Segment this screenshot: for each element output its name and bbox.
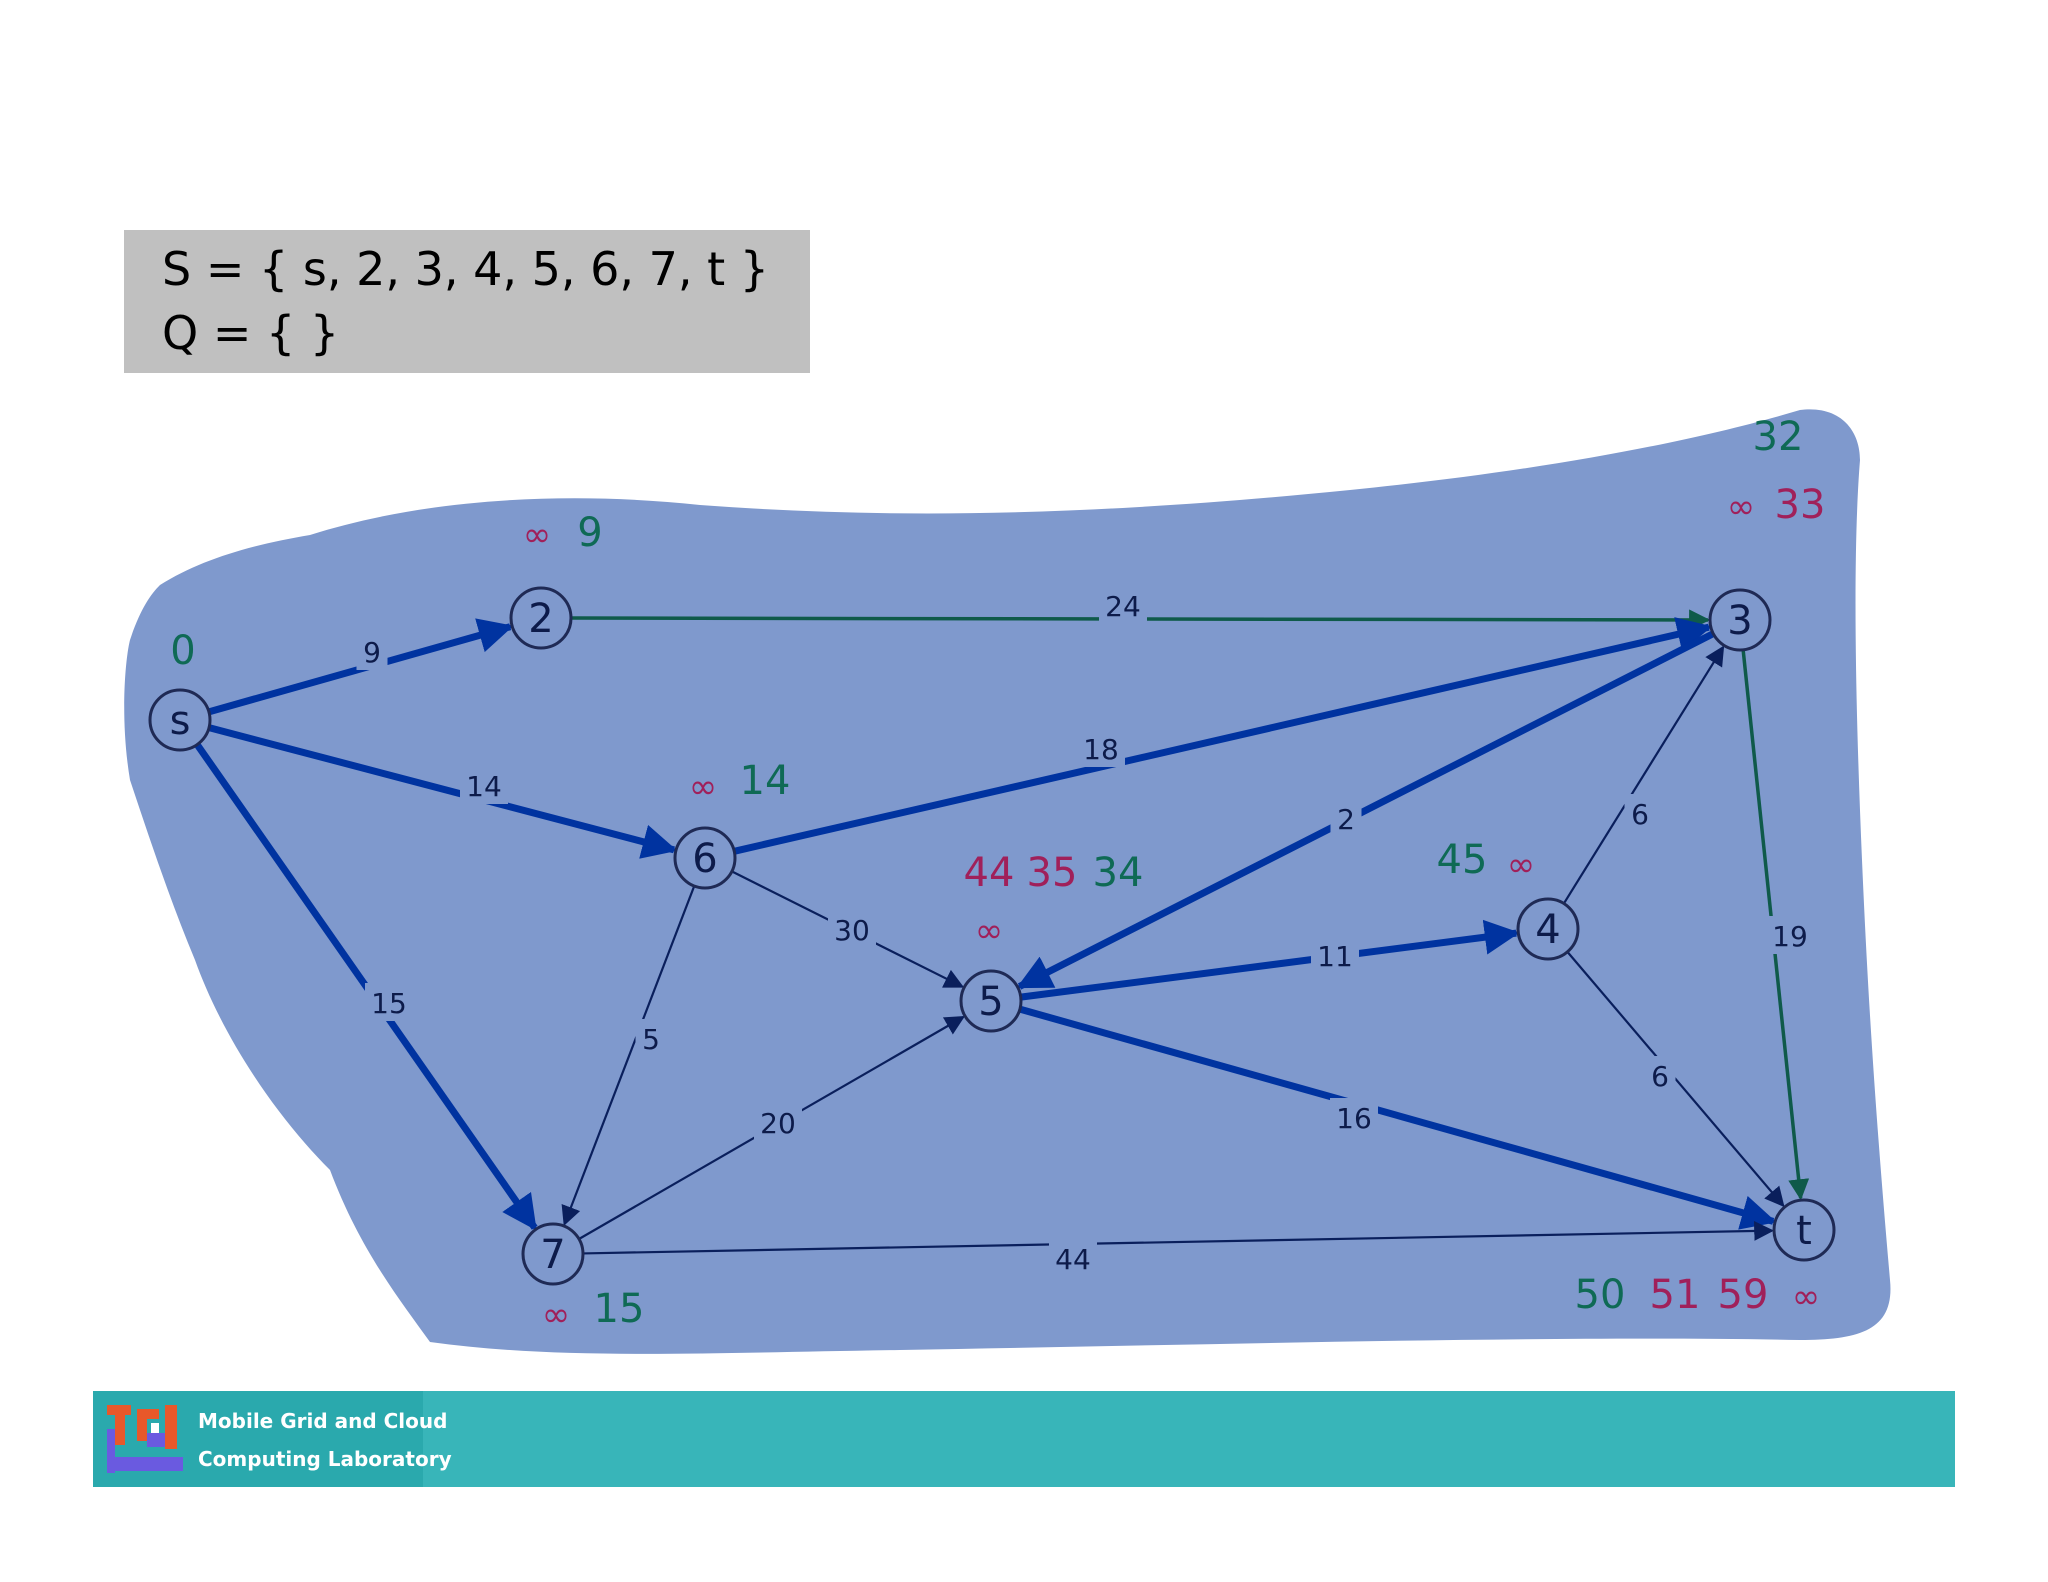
edge-weight-5-t: 16 <box>1336 1102 1372 1135</box>
distance-label-7: 15 <box>594 1286 645 1332</box>
footer-bar: Mobile Grid and Cloud Computing Laborato… <box>93 1391 1955 1487</box>
edge-weight-bg <box>1766 916 1814 954</box>
node-circle <box>1708 588 1772 652</box>
edge-weight-bg <box>460 766 508 804</box>
node-label: s <box>170 698 191 744</box>
edge-weight-bg <box>1311 936 1359 974</box>
distance-label-s: 0 <box>170 628 195 674</box>
distance-label-5b: ∞ <box>975 911 1003 951</box>
edge-weight-4-t: 6 <box>1651 1060 1669 1093</box>
edge-weight-bg <box>1330 799 1362 837</box>
distance-label-2: 9 <box>577 510 602 556</box>
edge-weight-bg <box>1099 586 1147 624</box>
edge-5-4 <box>1020 919 1520 1001</box>
node-label: 5 <box>978 979 1003 1025</box>
edge-weight-2-3: 24 <box>1105 590 1141 623</box>
edge-weight-s-6: 14 <box>466 770 502 803</box>
edge-6-7 <box>561 885 696 1226</box>
node-circle <box>673 826 737 890</box>
edge-weight-bg <box>1624 794 1656 832</box>
lab-logo: Mobile Grid and Cloud Computing Laborato… <box>93 1391 452 1487</box>
node-2: 2 <box>509 586 573 650</box>
distance-label-6: 14 <box>740 758 791 804</box>
node-7: 7 <box>521 1222 585 1286</box>
distance-label-5: 35 <box>1027 850 1078 896</box>
distance-label-7: ∞ <box>542 1295 570 1335</box>
node-label: t <box>1796 1208 1812 1254</box>
lab-name-line1: Mobile Grid and Cloud <box>198 1409 448 1433</box>
lab-name-line2: Computing Laboratory <box>198 1447 452 1471</box>
edge-weight-bg <box>1077 729 1125 767</box>
node-6: 6 <box>673 826 737 890</box>
node-circle <box>1516 897 1580 961</box>
queue-set-label: Q = { } <box>162 306 340 360</box>
distance-label-t: ∞ <box>1792 1277 1820 1317</box>
edge-weight-bg <box>828 910 876 948</box>
edge-weight-6-5: 30 <box>834 914 870 947</box>
edge-7-t <box>582 1221 1774 1255</box>
node-label: 7 <box>540 1232 565 1278</box>
edge-weight-s-2: 9 <box>363 636 381 669</box>
distance-label-2: ∞ <box>523 515 551 555</box>
edge-weight-3-5: 2 <box>1337 803 1355 836</box>
edge-weight-6-3: 18 <box>1083 733 1119 766</box>
sets-panel: S = { s, 2, 3, 4, 5, 6, 7, t } Q = { } <box>124 230 810 373</box>
node-circle <box>521 1222 585 1286</box>
edge-weight-7-5: 20 <box>760 1107 796 1140</box>
edge-weight-bg <box>754 1103 802 1141</box>
edge-weight-7-t: 44 <box>1055 1243 1091 1276</box>
distance-label-t: 51 <box>1650 1272 1701 1318</box>
node-t: t <box>1772 1198 1836 1262</box>
edge-weight-s-7: 15 <box>371 987 407 1020</box>
distance-label-3b: ∞ <box>1727 487 1755 527</box>
lab-logo-icon <box>107 1405 183 1473</box>
node-circle <box>959 969 1023 1033</box>
edge-3-5 <box>1016 630 1715 990</box>
node-circle <box>1772 1198 1836 1262</box>
edge-weight-bg <box>1330 1098 1378 1136</box>
edge-weight-bg <box>1049 1239 1097 1277</box>
explored-region <box>124 409 1891 1354</box>
node-3: 3 <box>1708 588 1772 652</box>
edge-5-t <box>1018 1005 1777 1230</box>
distance-label-5: 34 <box>1093 850 1144 896</box>
distance-label-5: 44 <box>964 850 1015 896</box>
edge-weight-bg <box>365 983 413 1021</box>
settled-set-label: S = { s, 2, 3, 4, 5, 6, 7, t } <box>162 242 770 296</box>
distance-label-4: 45 <box>1437 837 1488 883</box>
node-label: 4 <box>1535 907 1560 953</box>
edge-weight-4-3: 6 <box>1631 798 1649 831</box>
node-label: 2 <box>528 596 553 642</box>
node-circle <box>509 586 573 650</box>
edge-weight-bg <box>356 632 388 670</box>
node-label: 3 <box>1727 598 1752 644</box>
edge-weight-3-t: 19 <box>1772 920 1808 953</box>
node-label: 6 <box>692 836 717 882</box>
distance-label-4: ∞ <box>1507 845 1535 885</box>
distance-label-t: 50 <box>1575 1272 1626 1318</box>
distance-label-t: 59 <box>1718 1272 1769 1318</box>
edge-weight-bg <box>1644 1056 1676 1094</box>
node-4: 4 <box>1516 897 1580 961</box>
edge-s-6 <box>208 724 678 859</box>
distance-label-3b: 33 <box>1775 482 1826 528</box>
edge-6-3 <box>733 617 1713 855</box>
node-s: s <box>148 688 212 752</box>
edge-weight-5-4: 11 <box>1317 940 1353 973</box>
distance-label-3: 32 <box>1753 414 1804 460</box>
edge-weight-6-7: 5 <box>642 1023 660 1056</box>
node-5: 5 <box>959 969 1023 1033</box>
edge-4-3 <box>1562 645 1725 905</box>
node-circle <box>148 688 212 752</box>
edge-weight-bg <box>635 1019 667 1057</box>
distance-label-6: ∞ <box>689 767 717 807</box>
